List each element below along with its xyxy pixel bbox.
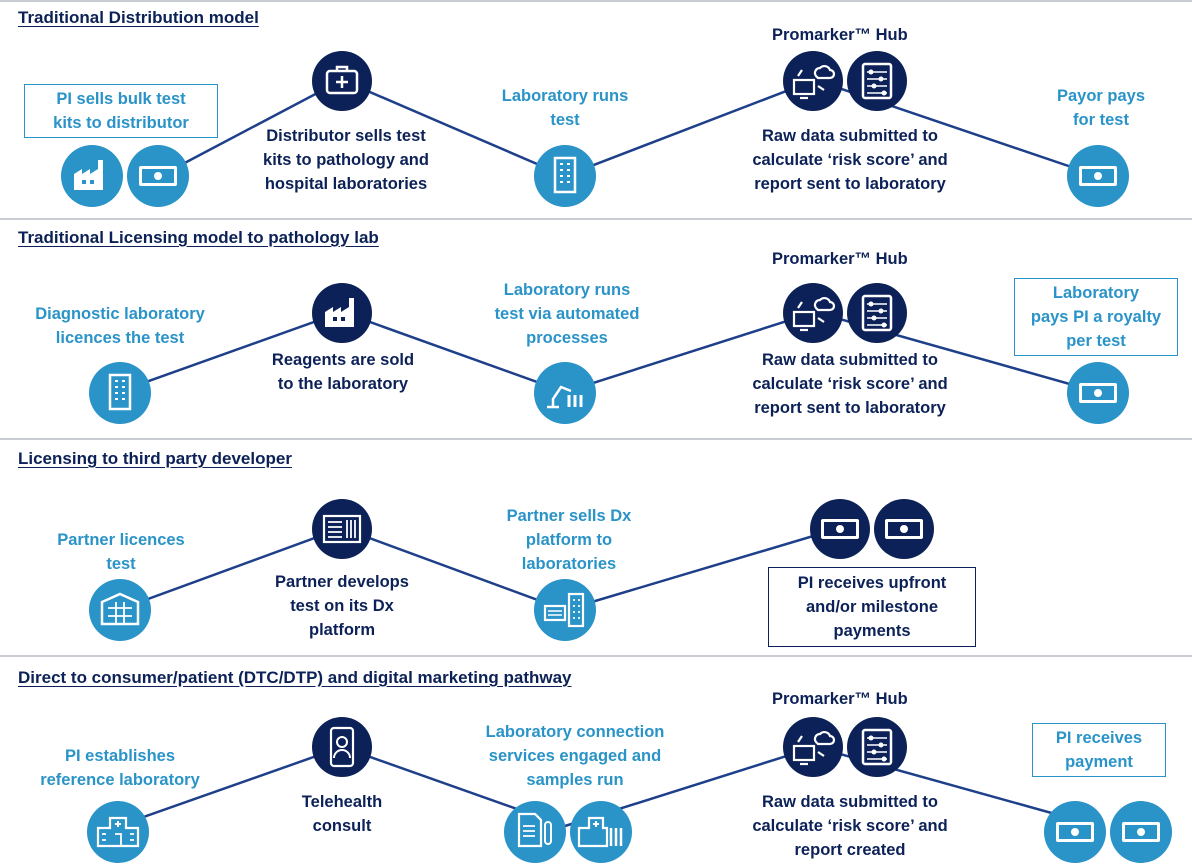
building-icon xyxy=(89,362,151,424)
cloud-computer-icon xyxy=(783,283,843,343)
money-icon xyxy=(1067,362,1129,424)
cloud-computer-icon xyxy=(783,717,843,777)
section-title: Traditional Licensing model to pathology… xyxy=(18,228,379,247)
abacus-icon xyxy=(847,717,907,777)
factory-icon xyxy=(61,145,123,207)
telehealth-phone-icon xyxy=(312,717,372,777)
factory-icon xyxy=(312,283,372,343)
hospital-icon xyxy=(87,801,149,863)
document-testtube-icon xyxy=(504,801,566,863)
robot-arm-lab-icon xyxy=(534,362,596,424)
lab-platform-icon xyxy=(534,579,596,641)
dx-platform-icon xyxy=(312,499,372,559)
money-icon xyxy=(127,145,189,207)
section-title: Traditional Distribution model xyxy=(18,8,259,27)
section-separator xyxy=(0,0,1192,2)
money-icon xyxy=(874,499,934,559)
section-separator xyxy=(0,438,1192,440)
section-separator xyxy=(0,218,1192,220)
section-3-path xyxy=(117,526,841,612)
hub-label: Promarker™ Hub xyxy=(772,26,908,44)
money-icon xyxy=(1067,145,1129,207)
cloud-computer-icon xyxy=(783,51,843,111)
section-title: Direct to consumer/patient (DTC/DTP) and… xyxy=(18,668,572,687)
money-icon xyxy=(810,499,870,559)
office-building-icon xyxy=(89,579,151,641)
abacus-icon xyxy=(847,51,907,111)
money-icon xyxy=(1110,801,1172,863)
section-title: Licensing to third party developer xyxy=(18,449,292,468)
abacus-icon xyxy=(847,283,907,343)
section-separator xyxy=(0,655,1192,657)
money-icon xyxy=(1044,801,1106,863)
hub-label: Promarker™ Hub xyxy=(772,690,908,708)
medical-kit-icon xyxy=(312,51,372,111)
hub-label: Promarker™ Hub xyxy=(772,250,908,268)
building-icon xyxy=(534,145,596,207)
hospital-lab-icon xyxy=(570,801,632,863)
